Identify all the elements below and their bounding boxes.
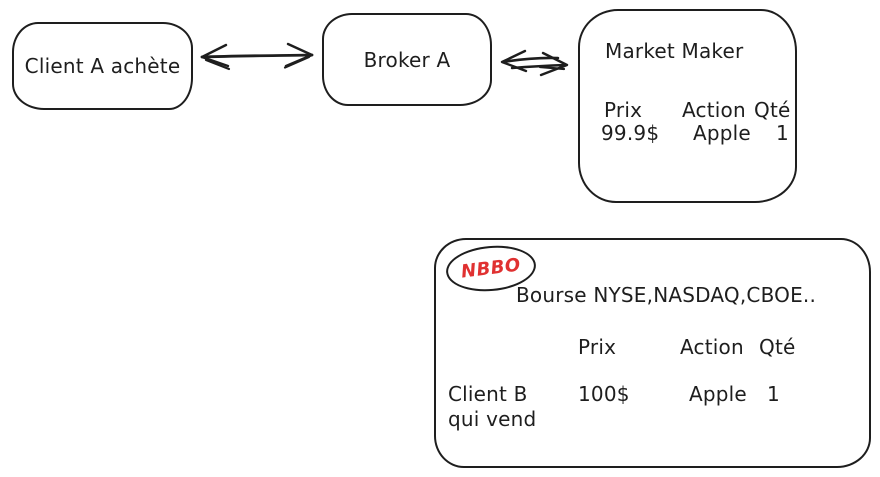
nbbo-order-prix: 100$ (578, 382, 630, 406)
node-client-a: Client A achète (12, 22, 193, 110)
market-maker-header-action: Action (682, 98, 746, 122)
nbbo-order-client-line2: qui vend (448, 407, 537, 431)
market-maker-quote-prix: 99.9$ (601, 121, 660, 145)
market-maker-title: Market Maker (605, 39, 744, 63)
nbbo-badge-label: NBBO (460, 254, 522, 283)
nbbo-header-action: Action (680, 335, 744, 359)
market-maker-header-qte: Qté (754, 98, 791, 122)
broker-a-label: Broker A (363, 47, 451, 72)
nbbo-header-qte: Qté (759, 335, 796, 359)
nbbo-order-action: Apple (689, 382, 747, 406)
nbbo-exchanges-label: Bourse NYSE,NASDAQ,CBOE.. (516, 283, 817, 307)
nbbo-order-client-line1: Client B (448, 382, 528, 406)
market-maker-quote-action: Apple (693, 121, 751, 145)
double-arrow-icon (200, 42, 314, 71)
market-maker-header-prix: Prix (604, 98, 643, 122)
double-arrow-icon (500, 49, 569, 77)
nbbo-order-qte: 1 (767, 382, 780, 406)
client-a-label: Client A achète (24, 54, 181, 78)
market-maker-quote-qte: 1 (776, 121, 789, 145)
node-market-maker: Market Maker Prix Action Qté 99.9$ Apple… (578, 9, 797, 203)
nbbo-header-prix: Prix (578, 335, 617, 359)
node-broker-a: Broker A (322, 13, 492, 106)
node-nbbo: NBBO Bourse NYSE,NASDAQ,CBOE.. Prix Acti… (434, 238, 871, 468)
